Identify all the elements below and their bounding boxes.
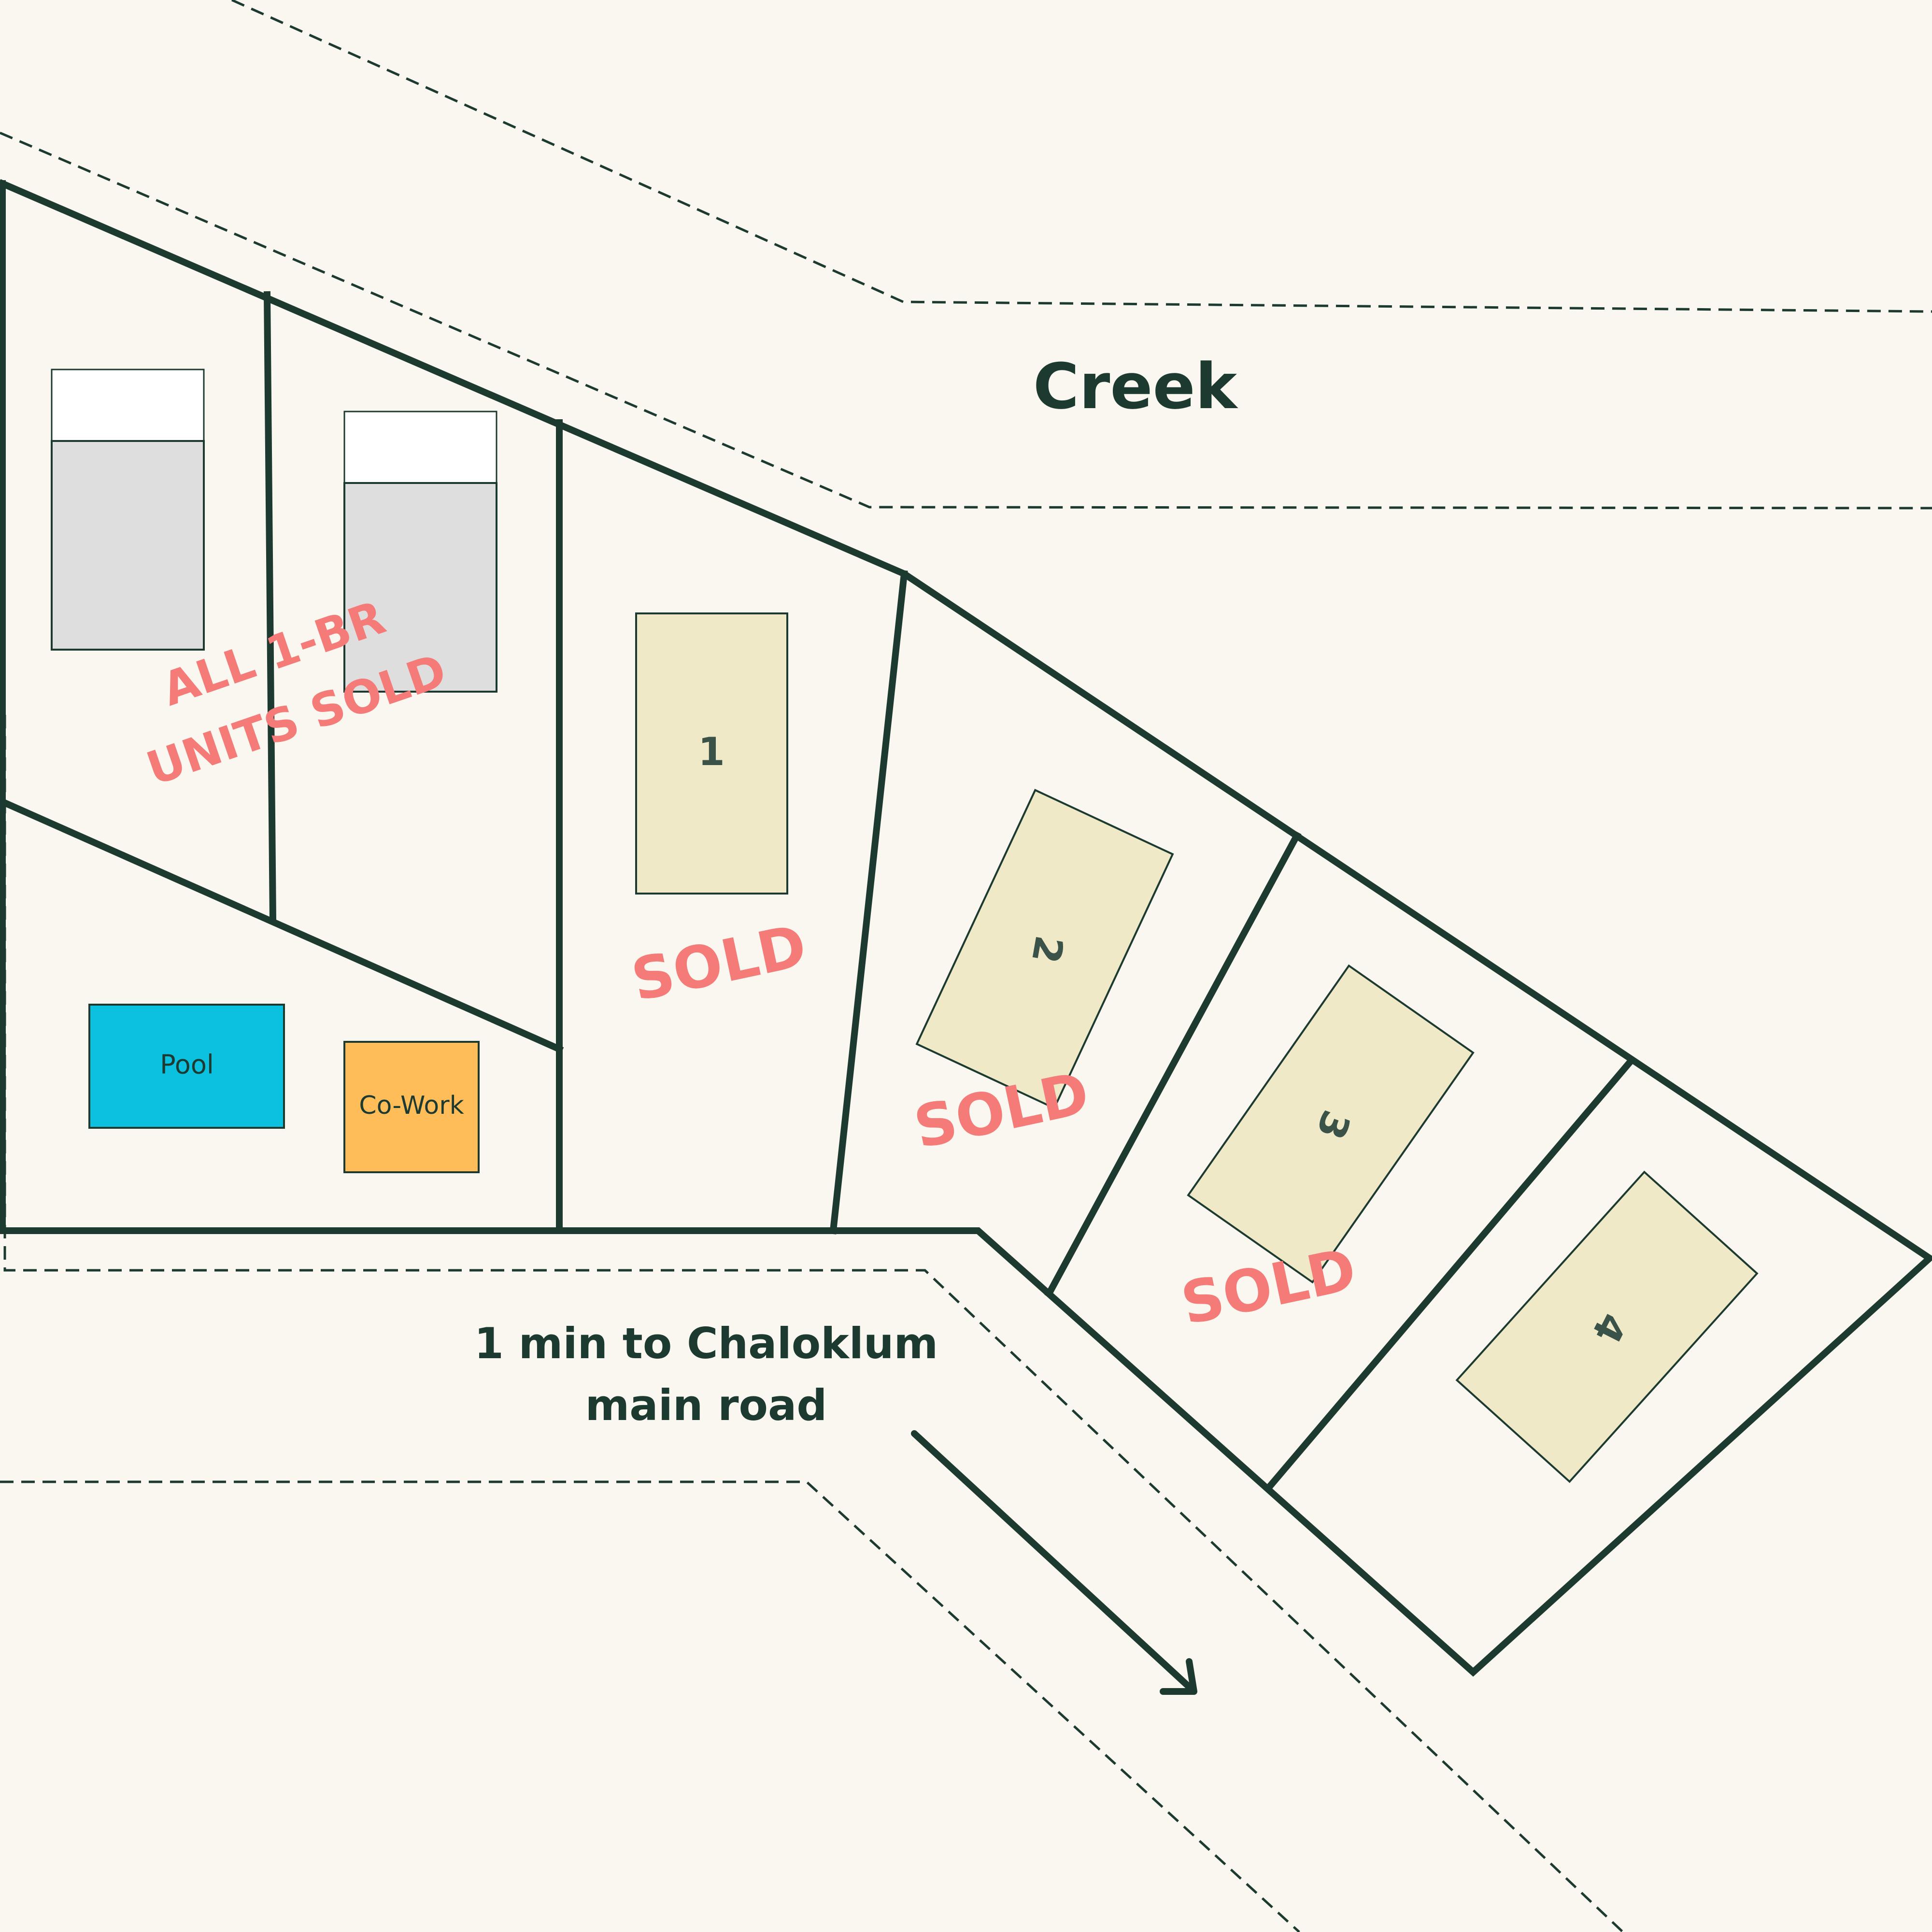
- one-br-unit-b-porch: [343, 411, 497, 485]
- cowork-label: Co-Work: [359, 1091, 464, 1120]
- divider-1br-west: [263, 291, 277, 924]
- one-br-unit-a: [51, 440, 205, 651]
- lot-2-building: [915, 789, 1174, 1109]
- divider-lot2-lot3: [1044, 831, 1302, 1298]
- amenity-cowork: Co-Work: [343, 1041, 480, 1173]
- lot-1[interactable]: 1 SOLD: [626, 612, 812, 1015]
- divider-amenity-zone: [0, 797, 564, 1054]
- pool-icon: [88, 1004, 285, 1129]
- lot-1-building: [635, 612, 788, 895]
- road-label-line-1: 1 min to Chaloklum: [474, 1319, 938, 1368]
- divider-lot1-lot2: [829, 570, 908, 1235]
- road-label-line-2: main road: [585, 1380, 827, 1430]
- one-br-units: [51, 369, 497, 693]
- amenity-pool: Pool: [88, 1004, 285, 1129]
- arrow-down-right-icon: [911, 1430, 1197, 1695]
- lot-3[interactable]: 3 SOLD: [1176, 964, 1475, 1338]
- property-boundaries: [0, 179, 1932, 1677]
- one-br-unit-b: [343, 482, 497, 693]
- cowork-icon: [343, 1041, 480, 1173]
- lot-4-building: [1455, 1170, 1759, 1483]
- lot-4[interactable]: 4: [1455, 1170, 1759, 1483]
- pool-label: Pool: [160, 1050, 214, 1080]
- lot-3-building: [1187, 964, 1475, 1284]
- lot-1-status: SOLD: [626, 912, 812, 1015]
- divider-lot3-lot4: [1263, 1055, 1636, 1493]
- lot-1-number: 1: [698, 729, 725, 774]
- creek-banks: [0, 0, 1932, 510]
- creek-label: Creek: [1033, 350, 1238, 423]
- one-br-unit-a-porch: [51, 369, 205, 443]
- lot-2[interactable]: 2 SOLD: [909, 789, 1174, 1162]
